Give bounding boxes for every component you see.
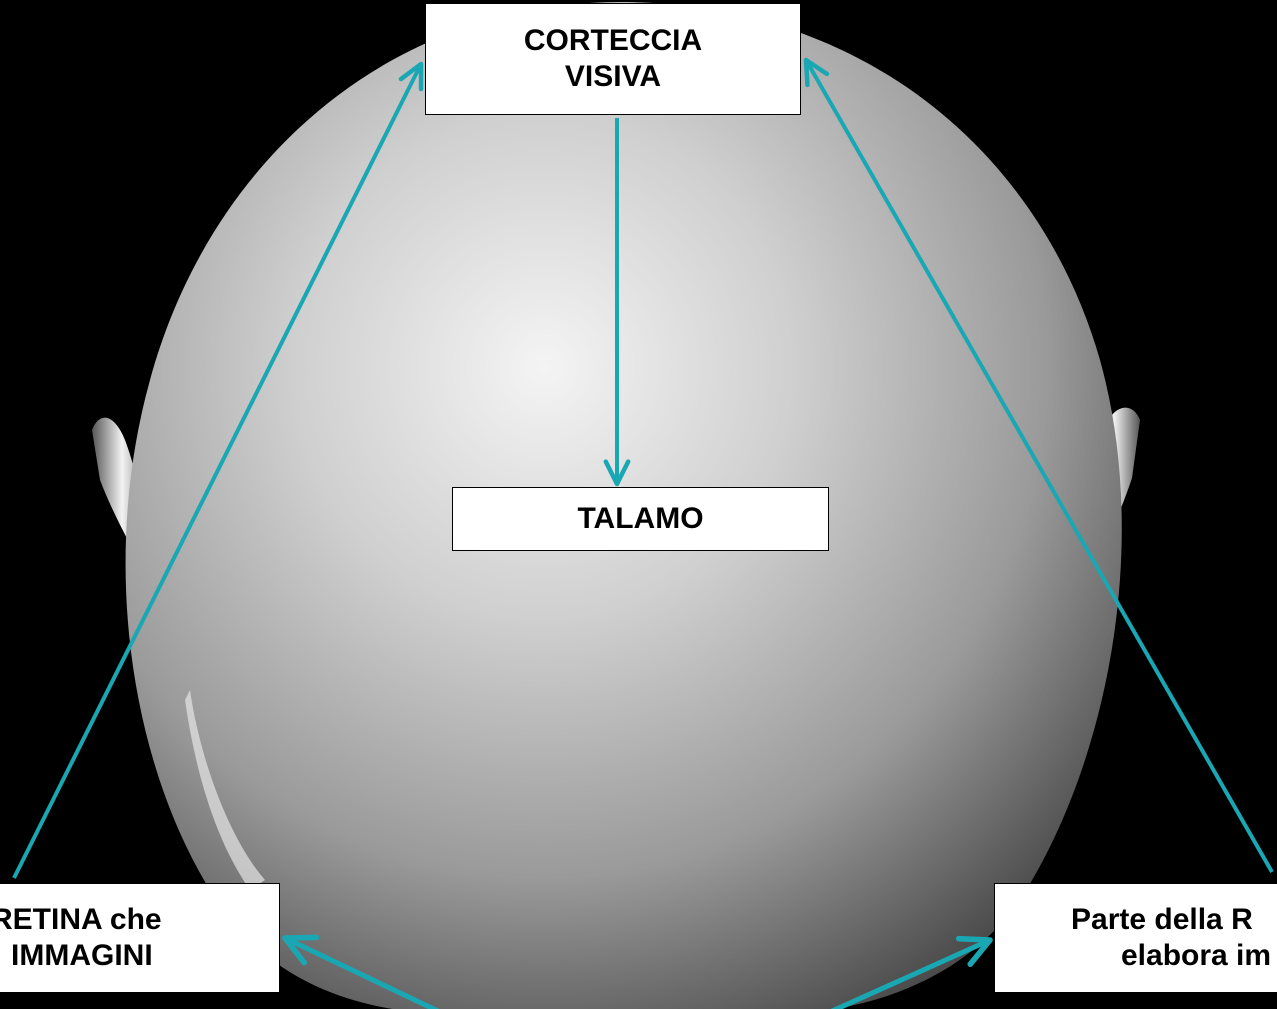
talamo-label: TALAMO (577, 501, 703, 537)
retina-box: RETINA che IMMAGINI (0, 883, 280, 993)
right-label-line1: Parte della R (1071, 902, 1253, 938)
talamo-box: TALAMO (452, 487, 829, 551)
corteccia-label-line1: CORTECCIA (524, 23, 702, 59)
right-label-line2: elabora im (1071, 938, 1271, 974)
retina-label-line1: RETINA che (0, 902, 189, 938)
retina-label-line2: IMMAGINI (0, 938, 189, 974)
corteccia-label-line2: VISIVA (565, 59, 661, 95)
corteccia-visiva-box: CORTECCIA VISIVA (425, 3, 801, 115)
right-description-box: Parte della R elabora im (994, 883, 1277, 993)
